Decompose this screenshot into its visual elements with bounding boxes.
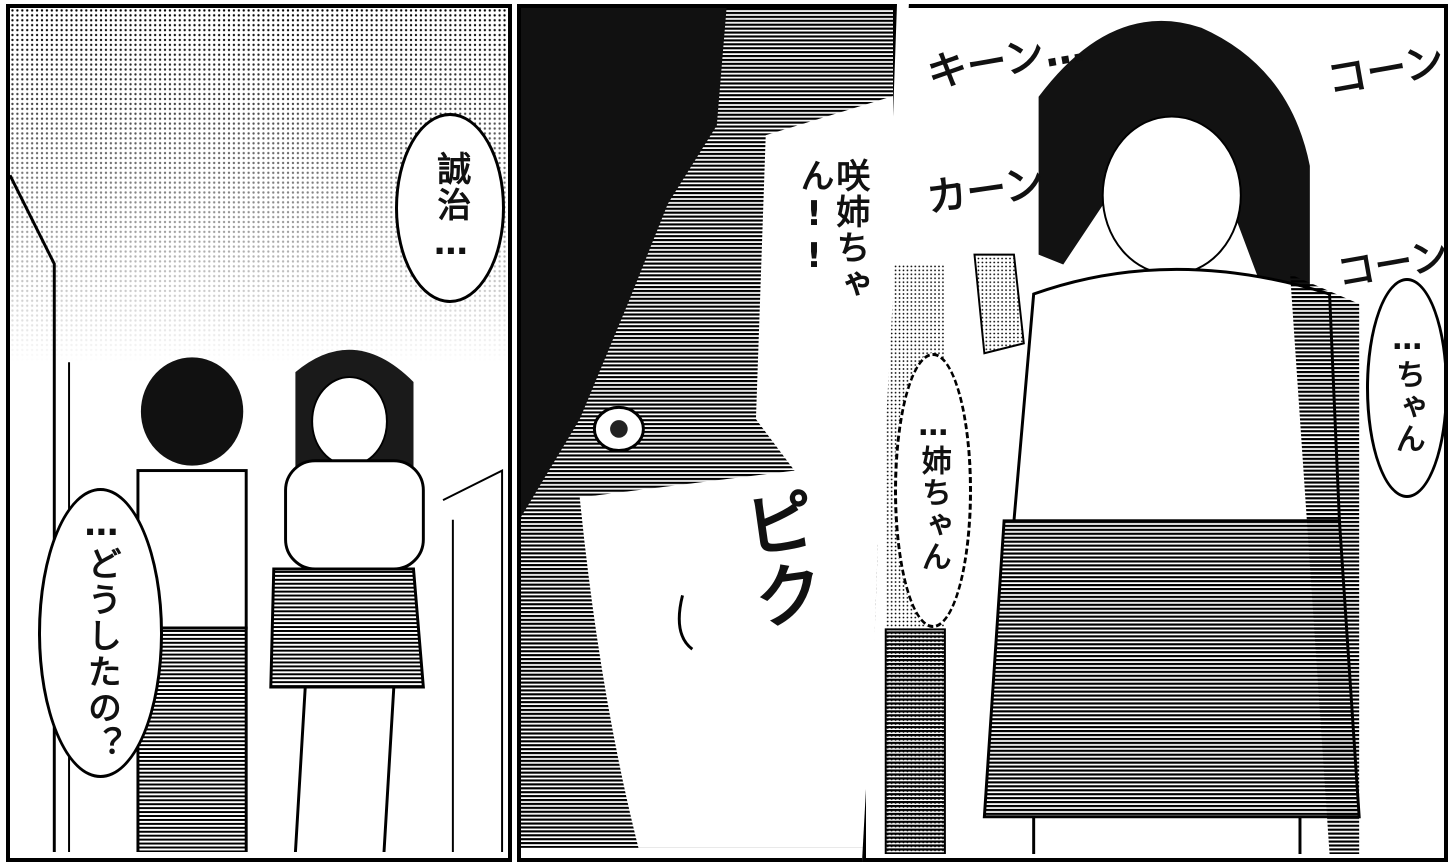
speech-bubble-top: 誠治…	[395, 113, 505, 303]
speech-text-left: …姉ちゃん	[915, 408, 951, 573]
panel-left: 誠治… …どうしたの？	[6, 4, 512, 862]
sfx-piku: ピク	[727, 482, 830, 637]
caption-box: 咲姉ちゃん!!	[794, 158, 870, 398]
panel-right: キーン… コーン カーン コーン …ちゃん …姉ちゃん	[862, 4, 1448, 862]
speech-text-bottom: …どうしたの？	[81, 504, 122, 762]
speech-text-right: …ちゃん	[1389, 321, 1425, 455]
speech-bubble-left: …姉ちゃん	[894, 353, 972, 628]
panel-middle-art	[521, 8, 893, 848]
speech-bubble-bottom: …どうしたの？	[38, 488, 163, 778]
caption-text: 咲姉ちゃん!!	[794, 158, 870, 302]
speech-bubble-right: …ちゃん	[1366, 278, 1444, 498]
speech-text-top: 誠治…	[430, 151, 471, 265]
panel-middle: 咲姉ちゃん!! ピク	[517, 4, 897, 862]
